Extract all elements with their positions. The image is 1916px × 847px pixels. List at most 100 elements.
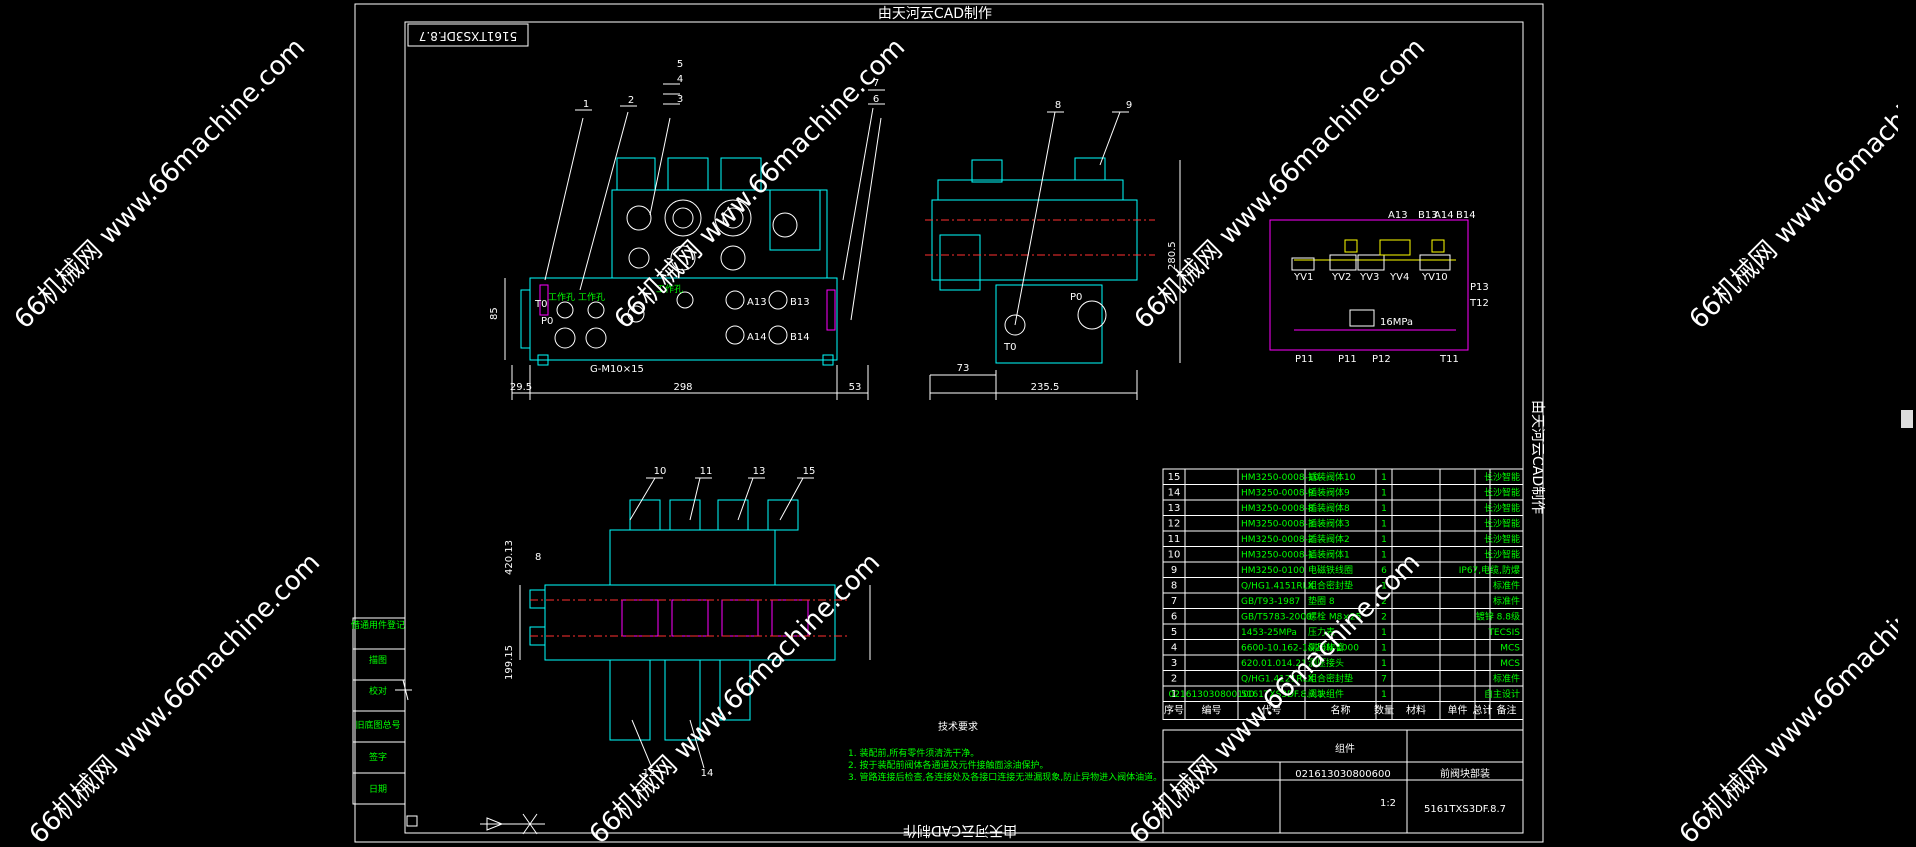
side-balloon-8: 8 <box>1055 100 1061 111</box>
schematic-port-p11b: P11 <box>1338 354 1357 365</box>
schematic-valve-yv4: YV4 <box>1389 272 1409 283</box>
front-label-a14: A14 <box>747 332 767 343</box>
front-balloon-3: 3 <box>677 94 683 105</box>
front-balloon-4: 4 <box>677 74 683 85</box>
strip-label-3: 旧底图总号 <box>355 719 400 731</box>
bom-header-cell: 数量 <box>1374 704 1394 717</box>
watermark-2: 66机械网 www.66machine.com <box>609 33 911 335</box>
bom-cell-name: Q/HG1.4151RLX <box>1241 582 1314 592</box>
strip-label-4: 签字 <box>369 751 387 763</box>
bom-cell-note: 长沙智能 <box>1484 487 1520 499</box>
bom-cell-note: MCS <box>1500 644 1520 654</box>
front-dim-right: 53 <box>849 382 862 393</box>
bom-cell-qty: 1 <box>1381 473 1387 483</box>
bom-cell-desc: 组合密封垫 <box>1308 580 1353 592</box>
bom-cell-qty: 1 <box>1381 659 1387 669</box>
side-caption: 由天河云CAD制作 <box>1529 400 1545 514</box>
watermark-4: 66机械网 www.66machine.com <box>1684 33 1916 335</box>
bom-cell-desc: 压力表 <box>1308 626 1335 638</box>
bom-cell-note: 自主设计 <box>1484 688 1520 700</box>
bom-cell-no: 3 <box>1171 658 1177 669</box>
title-scale: 1:2 <box>1380 798 1396 809</box>
schematic-valve-yv2: YV2 <box>1331 272 1351 283</box>
bom-cell-qty: 1 <box>1381 644 1387 654</box>
strip-label-2: 校对 <box>369 685 387 697</box>
bom-cell-qty: 1 <box>1381 582 1387 592</box>
bom-header-cell: 序号 <box>1164 704 1184 717</box>
front-view: 29.5 298 53 85 P0 T0 A13 B13 A14 B14 工作孔… <box>489 59 885 400</box>
bom-cell-no: 7 <box>1171 596 1177 607</box>
bom-cell-qty: 1 <box>1381 489 1387 499</box>
watermark-3: 66机械网 www.66machine.com <box>1129 33 1431 335</box>
watermark-1: 66机械网 www.66machine.com <box>9 33 311 335</box>
bom-cell-name: HM3250-0008-1 <box>1241 551 1314 561</box>
bom-cell-desc: 电磁铁线圈 <box>1308 564 1353 576</box>
front-label-p0: P0 <box>541 316 553 327</box>
scroll-thumb[interactable] <box>1901 410 1913 428</box>
schematic-port-b14: B14 <box>1456 210 1476 221</box>
front-balloon-1: 1 <box>583 99 589 110</box>
bom-cell-name: GB/T93-1987 <box>1241 597 1300 607</box>
notes-line-2: 2. 按于装配前阀体各通道及元件接触面涂油保护。 <box>848 759 1048 771</box>
vertical-scrollbar[interactable] <box>1898 0 1916 847</box>
schematic-port-a14: A14 <box>1434 210 1454 221</box>
bom-cell-desc: 组合密封垫 <box>1308 673 1353 685</box>
bom-cell-desc: 插装阀体10 <box>1308 471 1356 483</box>
bom-cell-desc: 插装阀体8 <box>1308 502 1350 514</box>
title-name: 前阀块部装 <box>1440 767 1490 780</box>
bom-header-cell: 代号 <box>1262 705 1282 717</box>
bom-cell-no: 11 <box>1168 534 1181 545</box>
bom-cell-qty: 1 <box>1381 504 1387 514</box>
bom-cell-qty: 7 <box>1381 675 1387 685</box>
schematic-port-t12: T12 <box>1469 298 1489 309</box>
top-dim-c: 8 <box>535 552 541 563</box>
bom-cell-no: 15 <box>1168 472 1181 483</box>
bom-cell-qty: 1 <box>1381 535 1387 545</box>
top-dim-a: 420.13 <box>504 540 515 575</box>
schematic-port-p11a: P11 <box>1295 354 1314 365</box>
front-label-work3: 工作孔 <box>656 283 683 295</box>
bom-cell-no: 12 <box>1168 519 1181 530</box>
bom-cell-name: Q/HG1.4121RLX <box>1241 675 1314 685</box>
front-balloon-5: 5 <box>677 59 683 70</box>
bom-cell-note: 标准件 <box>1493 580 1520 592</box>
side-label-p0: P0 <box>1070 292 1082 303</box>
notes-line-3: 3. 管路连接后检查,各连接处及各接口连接无泄漏现象,防止异物进入阀体油道。 <box>848 771 1162 783</box>
front-label-a13: A13 <box>747 297 767 308</box>
bom-cell-qty: 1 <box>1381 690 1387 700</box>
bom-cell-no: 1 <box>1171 689 1177 700</box>
bom-header-cell: 编号 <box>1202 704 1222 717</box>
watermark-6: 66机械网 www.66machine.com <box>584 548 886 847</box>
schematic-port-b13: B13 <box>1418 210 1438 221</box>
bom-cell-note: TECSIS <box>1487 628 1520 638</box>
side-view: 280.5 73 235.5 P0 T0 8 9 <box>925 100 1181 400</box>
notes-title: 技术要求 <box>938 720 978 733</box>
bom-cell-qty: 2 <box>1381 597 1387 607</box>
hydraulic-schematic: A13 B13 A14 B14 YV1 YV2 YV3 YV4 YV10 P13… <box>1269 210 1489 365</box>
front-balloon-2: 2 <box>628 95 634 106</box>
side-dim-left: 73 <box>957 363 970 374</box>
bom-cell-note: 标准件 <box>1493 673 1520 685</box>
bom-cell-qty: 1 <box>1381 520 1387 530</box>
schematic-port-a13: A13 <box>1388 210 1408 221</box>
bom-header-cell: 材料 <box>1406 704 1426 717</box>
bom-cell-note: IP67,电缆,防爆 <box>1459 564 1520 576</box>
schematic-valve-yv3: YV3 <box>1359 272 1379 283</box>
strip-label-0: 借通用件登记 <box>351 619 405 631</box>
bom-cell-name: 6600-10.162-1&20N-1000 <box>1241 644 1359 654</box>
bom-cell-no: 6 <box>1171 612 1177 623</box>
title-block: 组件 021613030800600 前阀块部装 5161TXS3DF.8.7 … <box>1162 729 1524 834</box>
projection-symbol <box>406 813 545 835</box>
strip-label-1: 描图 <box>369 654 387 666</box>
notes-line-1: 1. 装配前,所有零件须清洗干净。 <box>848 747 979 759</box>
bom-cell-name: HM3250-0008-3 <box>1241 520 1314 530</box>
bom-cell-desc: 插装阀体2 <box>1308 533 1350 545</box>
sheet-inner-frame <box>404 21 1524 834</box>
title-kind: 组件 <box>1335 742 1355 755</box>
top-balloon-15: 15 <box>803 466 816 477</box>
bom-header-cell: 名称 <box>1331 704 1351 717</box>
bom-cell-desc: 垫圈 8 <box>1308 595 1335 607</box>
title-code: 021613030800600 <box>1295 769 1390 780</box>
strip-label-5: 日期 <box>369 784 387 795</box>
